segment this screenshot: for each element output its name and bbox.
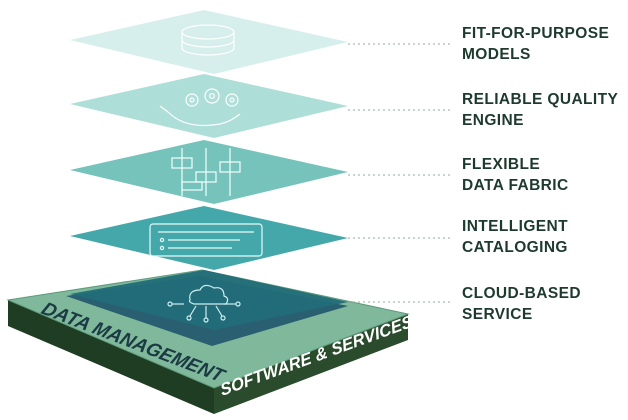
- layer-cloud-plate: [70, 270, 348, 330]
- layer-quality-plate: [70, 74, 348, 138]
- layer-cataloging: [70, 206, 348, 270]
- layer-models-plate: [70, 10, 348, 74]
- leader-lines: [348, 43, 450, 303]
- layer-quality: [70, 74, 348, 138]
- layer-cataloging-plate: [70, 206, 348, 270]
- label-cataloging: INTELLIGENT CATALOGING: [462, 218, 569, 256]
- fabric-sliders-icon: [171, 148, 241, 196]
- label-quality: RELIABLE QUALITY ENGINE: [462, 91, 619, 129]
- database-icon: [181, 24, 235, 56]
- catalog-list-icon: [149, 223, 263, 257]
- base-right-side: [214, 314, 408, 414]
- layer-models: [70, 10, 348, 74]
- gears-hand-icon: [159, 88, 241, 127]
- label-models: FIT-FOR-PURPOSE MODELS: [462, 25, 610, 63]
- label-cloud: CLOUD-BASED SERVICE: [462, 285, 581, 323]
- layer-fabric: [70, 140, 348, 204]
- label-fabric: FLEXIBLE DATA FABRIC: [462, 156, 569, 194]
- base-left-side: [8, 300, 214, 414]
- cloud-circuit-icon: [167, 284, 241, 323]
- layer-cloud: [70, 270, 348, 330]
